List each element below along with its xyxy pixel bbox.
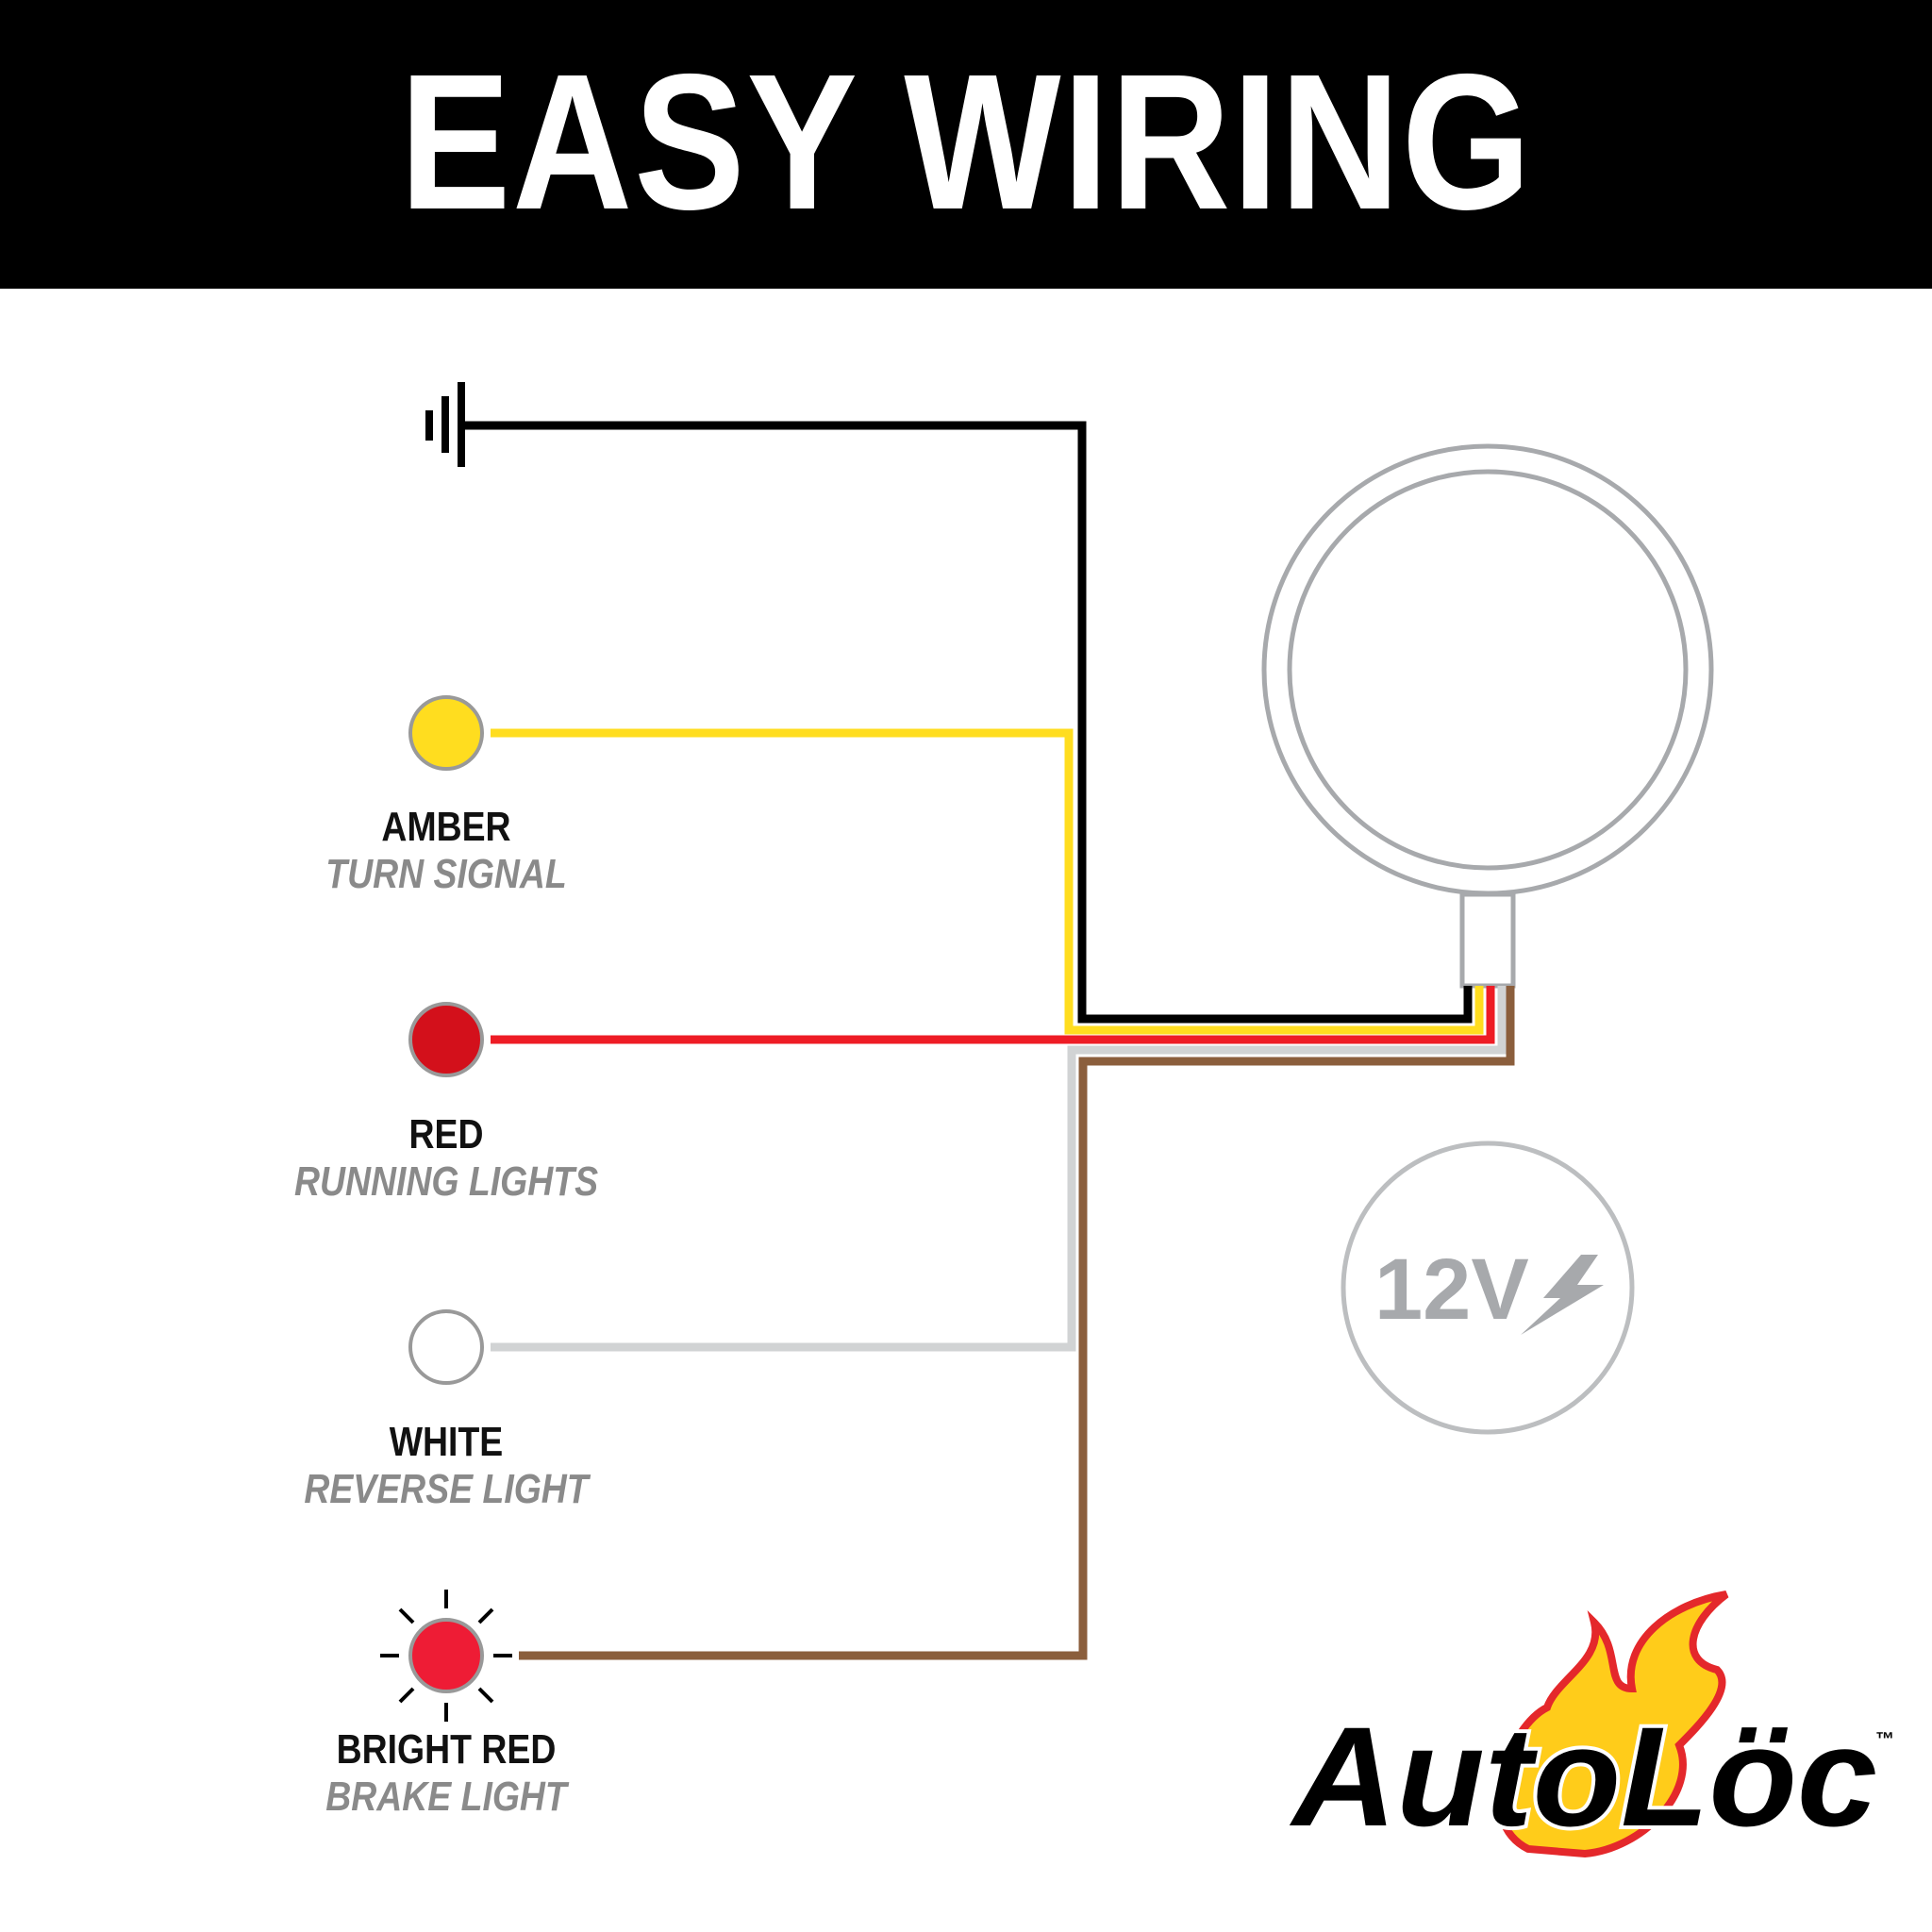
- wire-function: RUNNING LIGHTS: [293, 1158, 599, 1205]
- wire-color-name: AMBER: [381, 804, 511, 850]
- header-bar: EASY WIRING: [0, 0, 1932, 289]
- white-wire: [491, 986, 1507, 1352]
- wire-function: TURN SIGNAL: [325, 851, 567, 897]
- white-led-icon: [408, 1309, 484, 1385]
- brown-wire: [519, 986, 1515, 1660]
- wire-color-name: BRIGHT RED: [336, 1726, 557, 1773]
- red-led-icon: [408, 1002, 484, 1077]
- wire-function: REVERSE LIGHT: [304, 1466, 589, 1512]
- amber-label: AMBER TURN SIGNAL: [246, 804, 647, 898]
- wire-color-name: RED: [408, 1111, 484, 1158]
- voltage-label: 12V: [1374, 1241, 1529, 1338]
- amber-led-icon: [408, 695, 484, 771]
- red-label: RED RUNNING LIGHTS: [246, 1111, 647, 1206]
- ground-wire: [464, 421, 1473, 1024]
- amber-wire: [491, 728, 1484, 1035]
- autoloc-logo: AutoLöc ™: [1285, 1591, 1894, 1859]
- red-wire: [491, 986, 1495, 1044]
- bright-red-label: BRIGHT RED BRAKE LIGHT: [246, 1726, 647, 1821]
- ground-icon: [425, 382, 465, 467]
- svg-text:AutoLöc: AutoLöc: [1289, 1697, 1877, 1856]
- page-title: EASY WIRING: [399, 34, 1533, 250]
- lightning-bolt-icon: [1521, 1255, 1604, 1335]
- white-label: WHITE REVERSE LIGHT: [246, 1419, 647, 1513]
- bright-red-led-icon: [380, 1590, 512, 1722]
- voltage-badge: 12V: [1341, 1141, 1635, 1435]
- wire-color-name: WHITE: [389, 1419, 504, 1465]
- svg-text:™: ™: [1875, 1729, 1894, 1750]
- lamp-icon: [1261, 443, 1714, 989]
- wire-function: BRAKE LIGHT: [325, 1774, 567, 1820]
